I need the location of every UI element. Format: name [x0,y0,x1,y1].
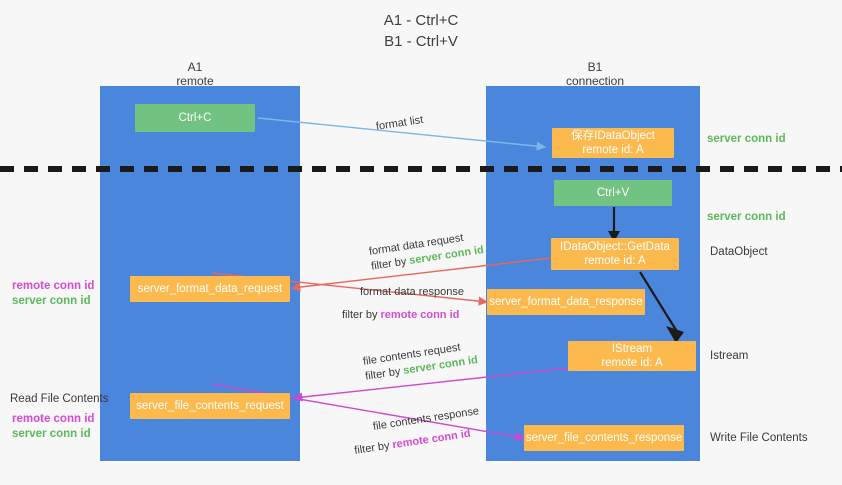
column-header-a1: A1 remote [130,60,260,88]
edge-label-format-list-text: format list [375,113,425,133]
side-label-server-conn-id-mid: server conn id [707,211,786,223]
side-label-server-conn-id-top: server conn id [707,133,786,145]
page-title: A1 - Ctrl+C B1 - Ctrl+V [0,10,842,52]
box-idataobject-getdata-line2: remote id: A [584,255,646,267]
box-server-file-contents-response-label: server_file_contents_response [525,432,683,444]
side-label-remote-conn-id-1: remote conn id [12,280,95,292]
box-istream-line2: remote id: A [601,357,663,369]
box-idataobject-getdata-line1: IDataObject::GetData [560,241,670,253]
side-label-remote-conn-id-2: remote conn id [12,413,95,425]
column-header-a1-name: A1 [187,60,203,74]
column-header-a1-sub: remote [176,74,214,88]
side-label-write-file-contents: Write File Contents [710,432,808,444]
box-server-file-contents-request[interactable]: server_file_contents_request [130,393,290,419]
box-server-format-data-response[interactable]: server_format_data_response [487,289,645,315]
edge-label-format-data-request: format data request filter by server con… [368,228,485,274]
side-label-read-file-contents: Read File Contents [10,393,109,405]
edge-label-format-data-response-line1: format data response [360,286,464,298]
box-server-file-contents-response[interactable]: server_file_contents_response [524,425,684,451]
edge-label-format-data-response: format data response filter by remote co… [342,285,464,323]
box-server-file-contents-request-label: server_file_contents_request [136,400,284,412]
filter-prefix: filter by [353,439,394,457]
box-ctrl-v-label: Ctrl+V [596,187,630,199]
filter-value-remote-conn-id: remote conn id [391,427,472,452]
edge-label-format-list: format list [375,113,424,135]
box-ctrl-c[interactable]: Ctrl+C [135,104,255,132]
box-istream-line1: IStream [611,343,653,355]
box-ctrl-v[interactable]: Ctrl+V [554,180,672,206]
side-label-dataobject: DataObject [710,246,768,258]
box-server-format-data-request-label: server_format_data_request [137,283,283,295]
filter-prefix: filter by [342,309,381,321]
box-istream[interactable]: IStream remote id: A [568,341,696,371]
box-server-format-data-request[interactable]: server_format_data_request [130,276,290,302]
side-label-istream: Istream [710,350,749,362]
side-label-server-conn-id-2: server conn id [12,428,91,440]
filter-value-remote-conn-id: remote conn id [380,309,460,321]
side-label-server-conn-id-1: server conn id [12,295,91,307]
phase-divider [0,166,842,172]
title-line-2: B1 - Ctrl+V [384,33,458,50]
box-save-idataobject[interactable]: 保存IDataObject remote id: A [552,128,674,158]
edge-label-format-data-response-line2: filter by remote conn id [342,308,464,323]
edge-label-file-contents-request: file contents request filter by server c… [362,338,479,384]
box-save-idataobject-line2: remote id: A [582,144,644,156]
edge-label-file-contents-response: file contents response filter by remote … [353,404,483,457]
column-header-b1-name: B1 [587,60,603,74]
box-server-format-data-response-label: server_format_data_response [489,296,643,308]
box-save-idataobject-line1: 保存IDataObject [571,130,655,142]
box-ctrl-c-label: Ctrl+C [178,112,212,124]
column-header-b1: B1 connection [530,60,660,88]
column-header-b1-sub: connection [565,74,625,88]
title-line-1: A1 - Ctrl+C [383,12,459,29]
box-idataobject-getdata[interactable]: IDataObject::GetData remote id: A [551,238,679,270]
